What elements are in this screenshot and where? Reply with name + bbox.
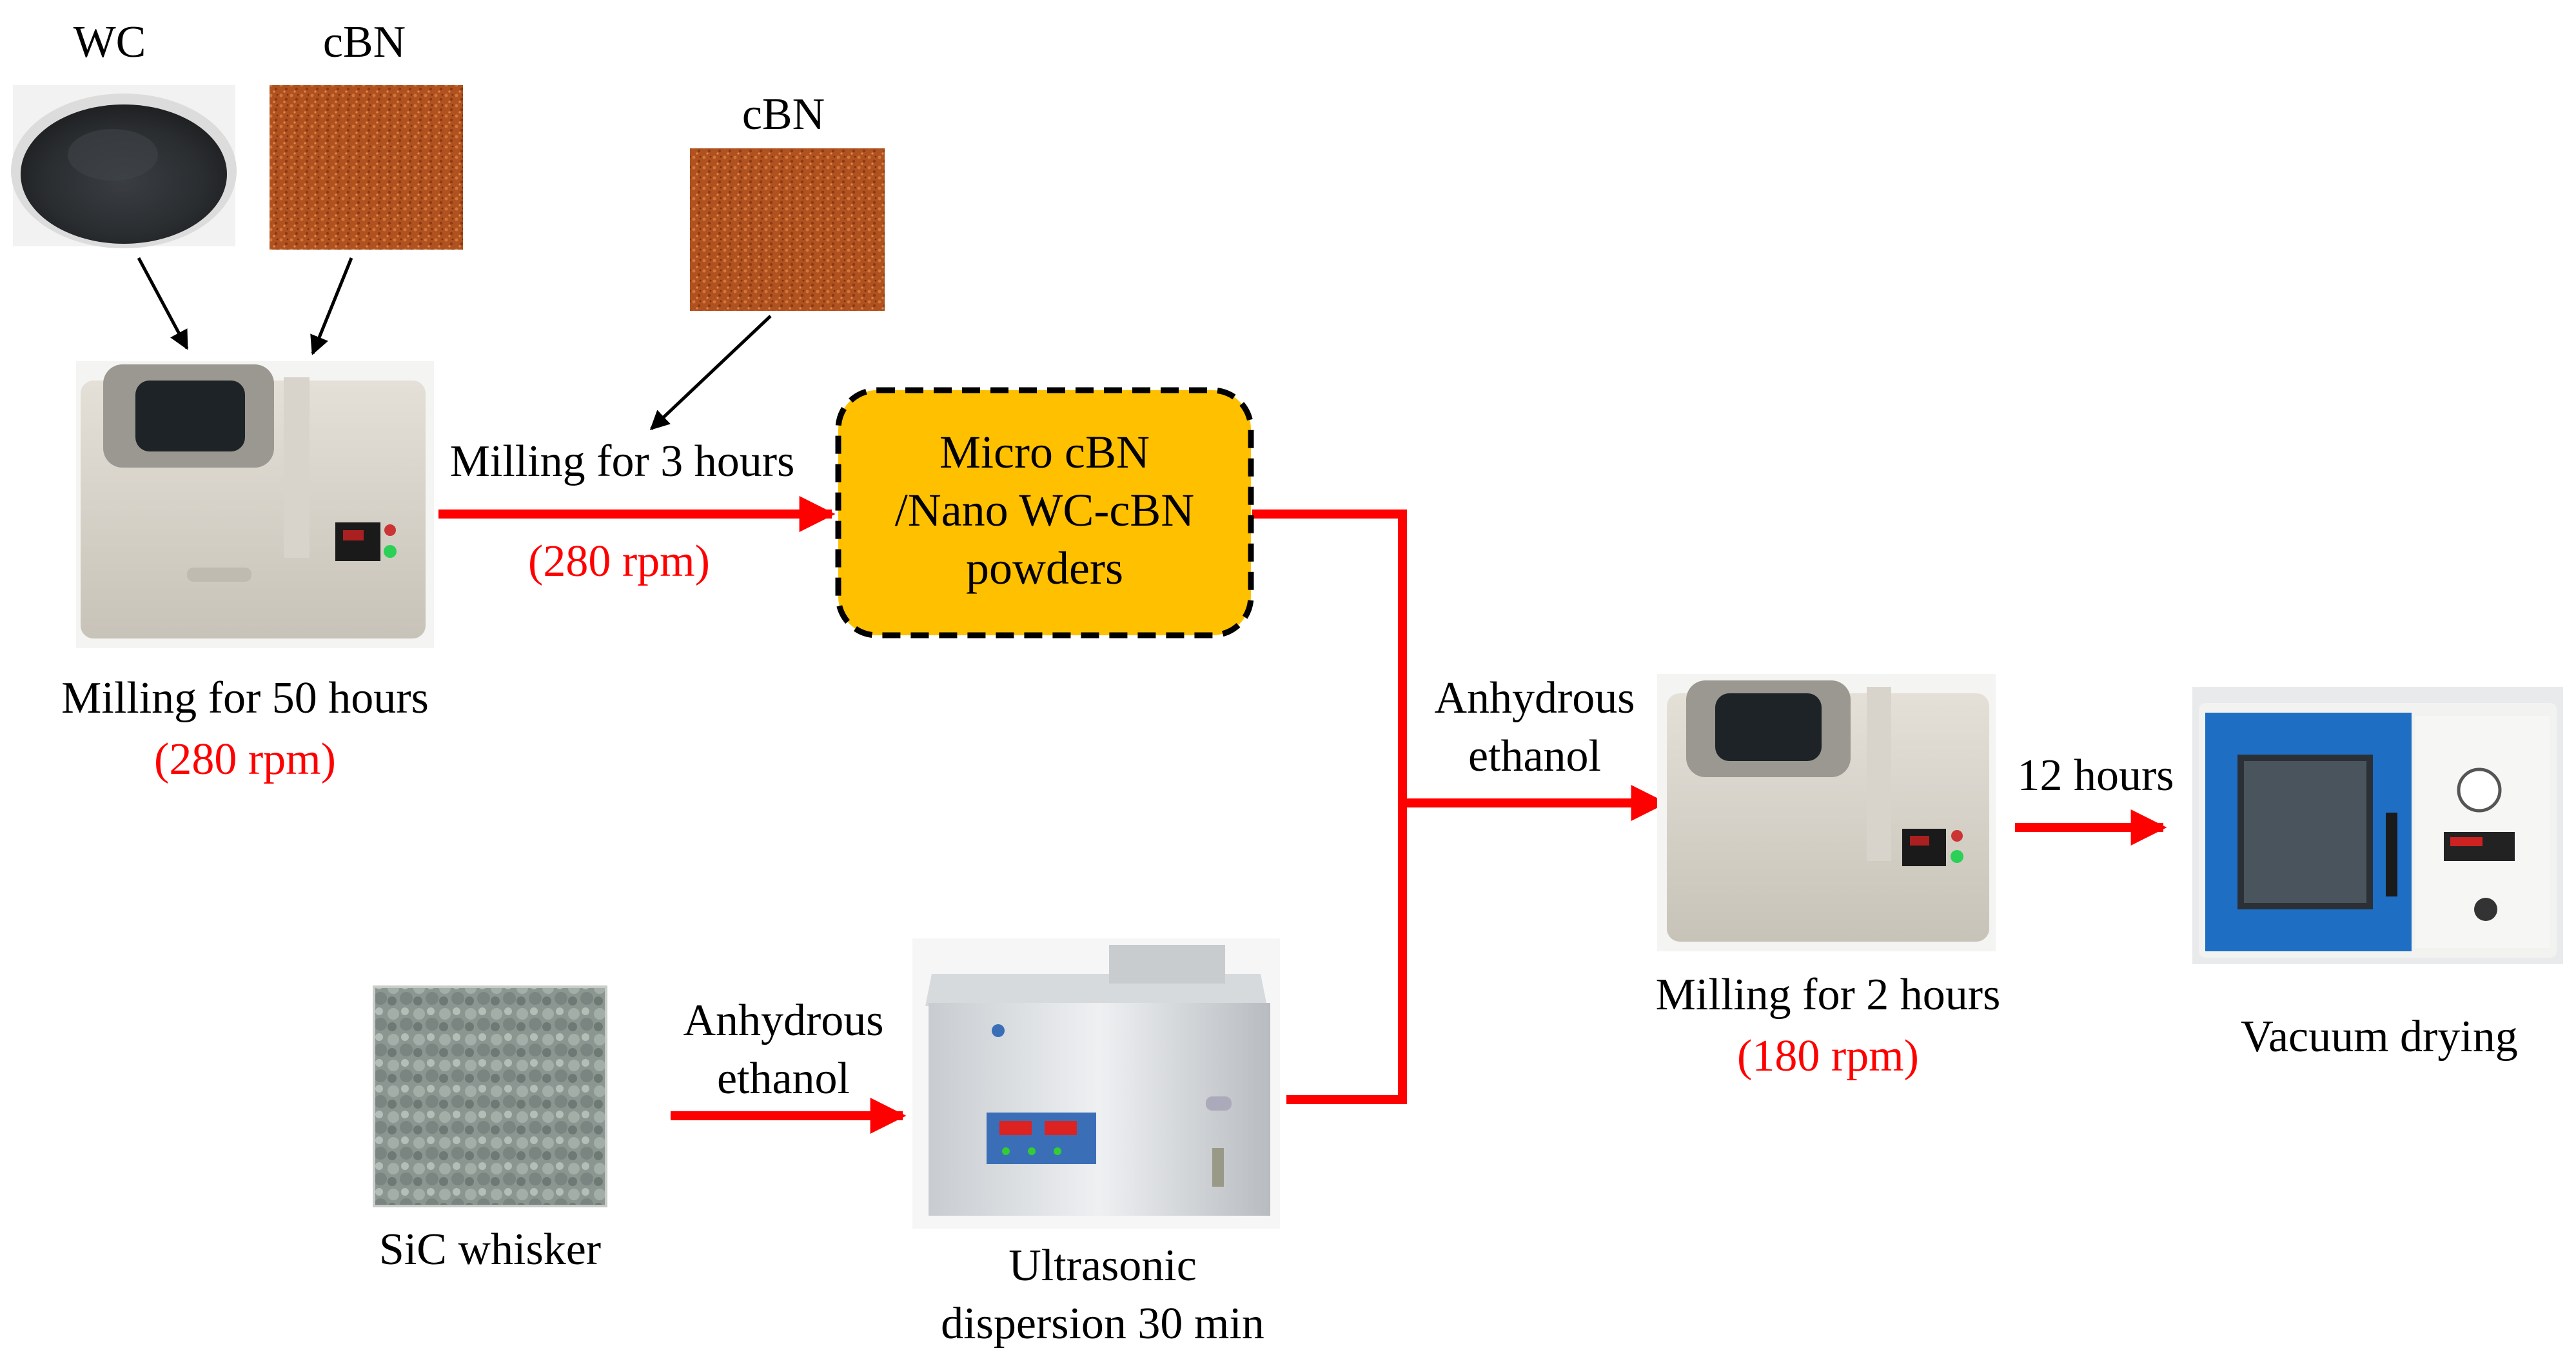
first-milling-speed: (280 rpm) bbox=[154, 735, 336, 784]
sic-whisker-photo bbox=[373, 985, 607, 1207]
intermediate-line-3: powders bbox=[966, 542, 1123, 594]
cbn-label: cBN bbox=[323, 17, 406, 67]
vacuum-drying-label: Vacuum drying bbox=[2241, 1012, 2518, 1062]
ball-mill-photo-first bbox=[76, 361, 434, 648]
sic-whisker-label: SiC whisker bbox=[379, 1225, 601, 1274]
cbn-to-mill-arrow bbox=[310, 257, 353, 355]
ethanol-bottom-line-1: Anhydrous bbox=[683, 996, 883, 1045]
ethanol-top-line-2: ethanol bbox=[1468, 731, 1601, 781]
ethanol-top-line-1: Anhydrous bbox=[1434, 673, 1635, 723]
ethanol-bottom-line-2: ethanol bbox=[717, 1054, 850, 1104]
ultrasonic-bath-photo bbox=[912, 938, 1280, 1229]
second-milling-speed: (280 rpm) bbox=[528, 537, 710, 586]
wc-label: WC bbox=[74, 17, 146, 67]
intermediate-powder-box: Micro cBN /Nano WC-cBN powders bbox=[835, 387, 1254, 638]
final-milling-speed: (180 rpm) bbox=[1737, 1031, 1919, 1081]
vacuum-oven-photo bbox=[2192, 687, 2563, 964]
drying-time-label: 12 hours bbox=[2017, 751, 2174, 800]
second-milling-label: Milling for 3 hours bbox=[450, 437, 795, 486]
intermediate-line-2: /Nano WC-cBN bbox=[895, 484, 1195, 536]
ultrasonic-line-2: dispersion 30 min bbox=[941, 1299, 1264, 1349]
ultrasonic-line-1: Ultrasonic bbox=[1008, 1241, 1197, 1291]
cbn-add-arrow bbox=[649, 315, 772, 431]
flow-connectors bbox=[137, 257, 2167, 1134]
final-milling-label: Milling for 2 hours bbox=[1656, 970, 2001, 1020]
powder-to-junction-line bbox=[1252, 510, 1407, 803]
wc-powder-photo bbox=[11, 85, 237, 248]
cbn-second-label: cBN bbox=[742, 90, 825, 139]
ultrasonic-to-junction-line bbox=[1286, 803, 1407, 1104]
cbn-powder-photo bbox=[270, 85, 463, 250]
wc-to-mill-arrow bbox=[137, 257, 189, 350]
ball-mill-photo-final bbox=[1657, 674, 1996, 951]
first-milling-label: Milling for 50 hours bbox=[61, 673, 429, 723]
cbn-powder-photo-second bbox=[690, 148, 885, 311]
intermediate-line-1: Micro cBN bbox=[939, 426, 1150, 478]
